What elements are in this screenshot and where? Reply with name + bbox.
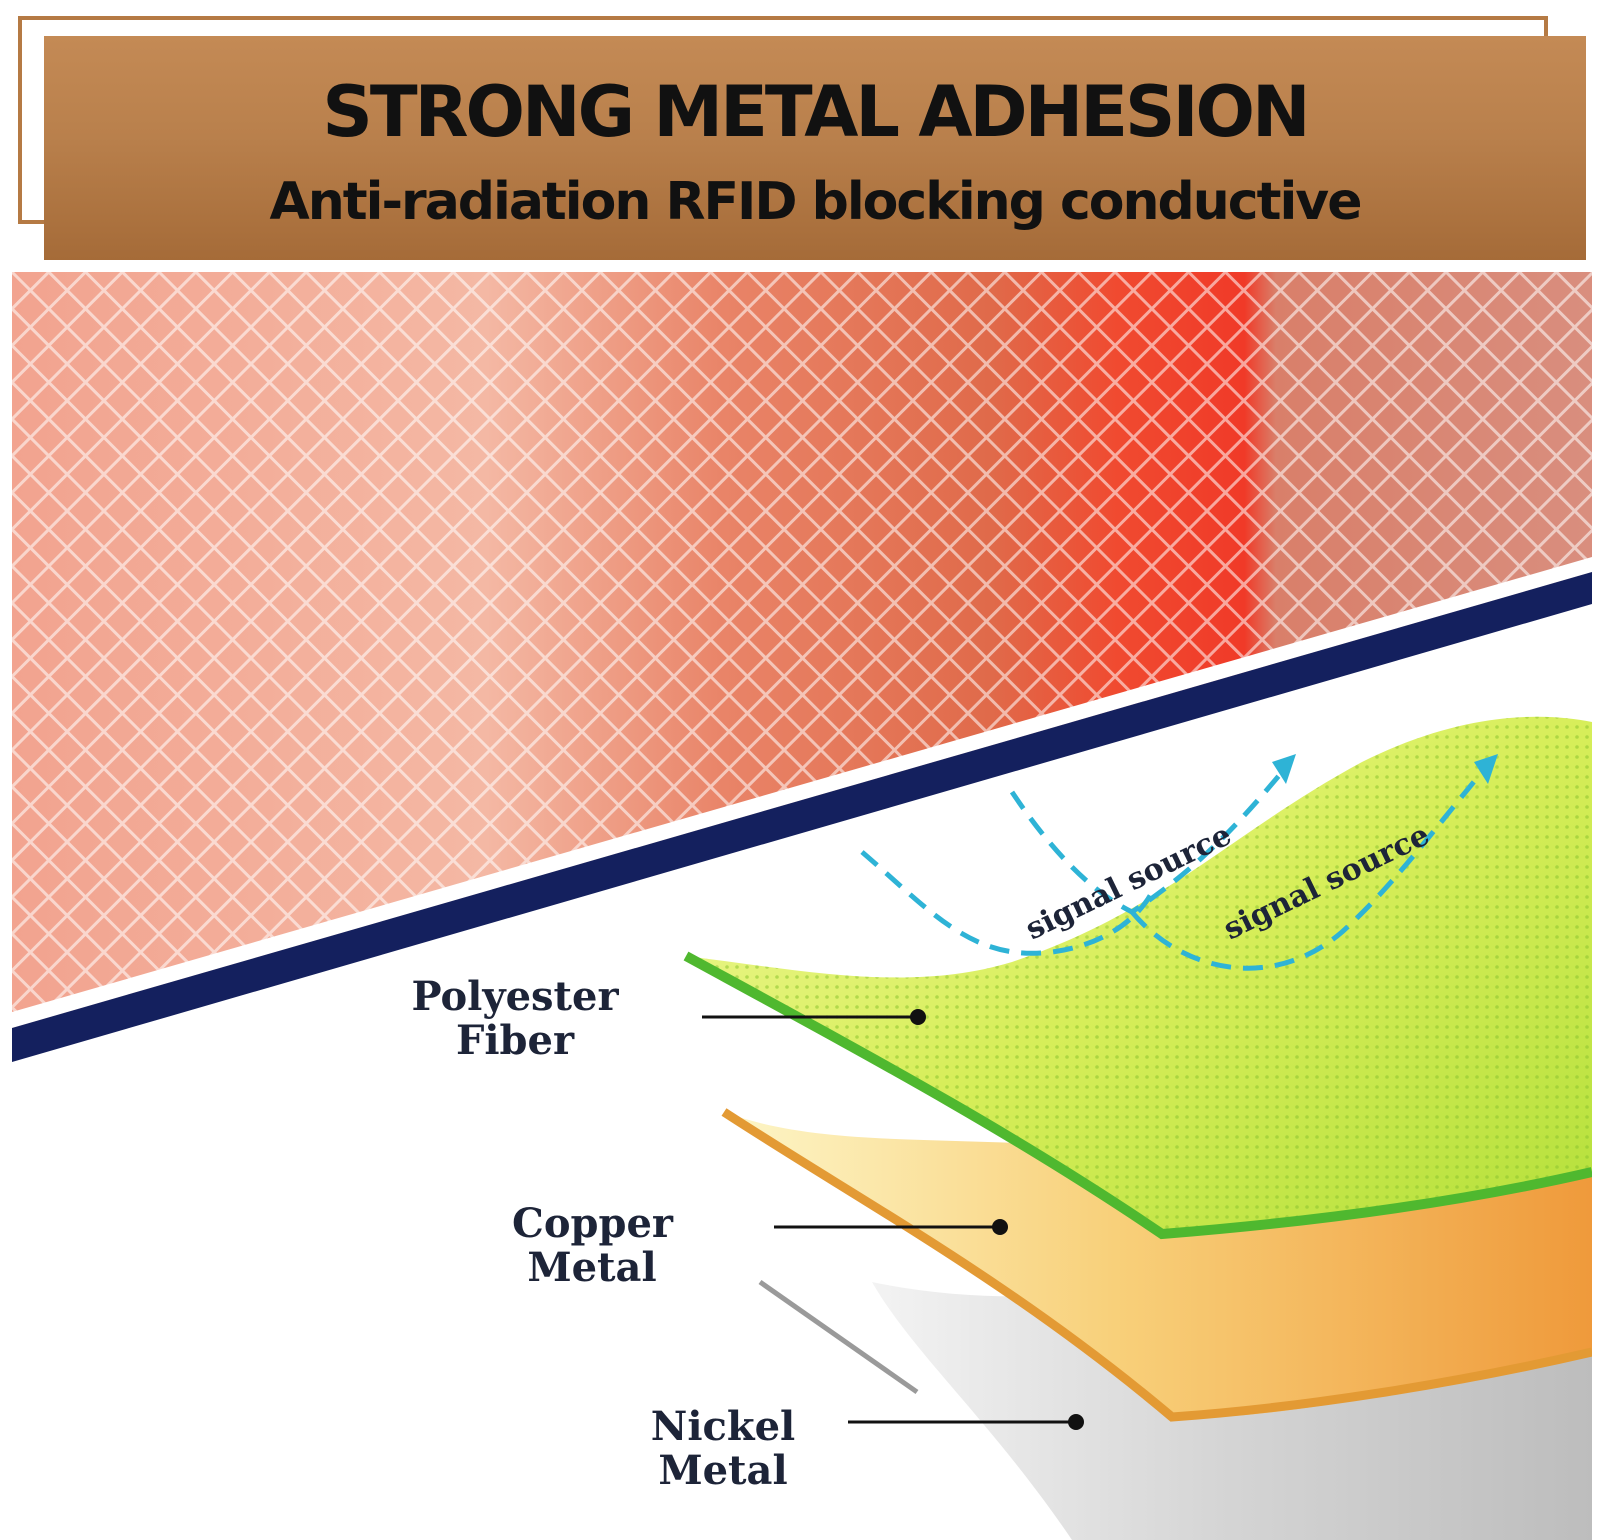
polyester-edge xyxy=(683,951,1592,1240)
copper-edge xyxy=(721,1108,1592,1422)
nickel-label-line2: Metal xyxy=(658,1447,788,1494)
leader-dot-nickel xyxy=(1068,1414,1084,1430)
product-photo: signal source signal source xyxy=(12,272,1592,1540)
nickel-metal-label: Nickel Metal xyxy=(648,1405,798,1493)
polyester-texture xyxy=(686,716,1592,1234)
copper-fabric-mesh xyxy=(12,272,1592,1028)
copper-metal-label: Copper Metal xyxy=(512,1200,673,1291)
signal-path-3 xyxy=(1130,770,1484,971)
nickel-label-line1: Nickel xyxy=(650,1403,796,1450)
polyester-label-line2: Fiber xyxy=(455,1017,575,1064)
copper-label-line1: Copper xyxy=(512,1200,673,1247)
signal-arrowhead-1 xyxy=(1272,754,1296,784)
leader-dot-polyester xyxy=(910,1009,926,1025)
copper-label-line2: Metal xyxy=(527,1244,657,1291)
diagonal-divider xyxy=(12,572,1592,1062)
leader-dot-copper xyxy=(992,1219,1008,1235)
signal-path-1 xyxy=(860,850,1155,956)
polyester-fiber-label: Polyester Fiber xyxy=(410,975,620,1063)
banner-subtitle: Anti-radiation RFID blocking conductive xyxy=(269,172,1363,232)
signal-arrows xyxy=(860,770,1484,971)
polyester-label-line1: Polyester xyxy=(411,973,619,1020)
fabric-illustration: signal source signal source xyxy=(12,272,1592,1540)
title-banner: STRONG METAL ADHESION Anti-radiation RFI… xyxy=(44,36,1586,260)
banner-title: STRONG METAL ADHESION xyxy=(322,71,1310,153)
signal-arrowhead-2 xyxy=(1474,754,1498,784)
leader-lines xyxy=(702,1015,1076,1424)
nickel-edge xyxy=(758,1279,919,1395)
fabric-edge-white xyxy=(12,557,1592,1028)
